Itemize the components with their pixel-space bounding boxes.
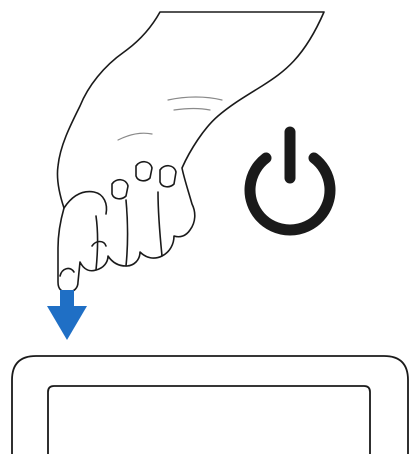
finger-line-2 (125, 199, 129, 267)
device-screen (47, 385, 371, 454)
hand-icon (56, 11, 325, 293)
power-icon (244, 126, 336, 236)
nail-2 (111, 178, 129, 200)
device-body (11, 355, 409, 454)
nail-3 (135, 160, 153, 182)
nail-1 (91, 240, 107, 247)
finger-line-1 (95, 215, 99, 271)
nail-index (59, 267, 75, 277)
hand-outline (56, 11, 325, 293)
nail-4 (159, 164, 177, 188)
finger-line-3 (157, 191, 163, 257)
thumb-line (63, 190, 108, 215)
device-icon (11, 355, 409, 454)
hand-detail-lines (117, 96, 223, 141)
down-arrow-icon (47, 290, 87, 340)
